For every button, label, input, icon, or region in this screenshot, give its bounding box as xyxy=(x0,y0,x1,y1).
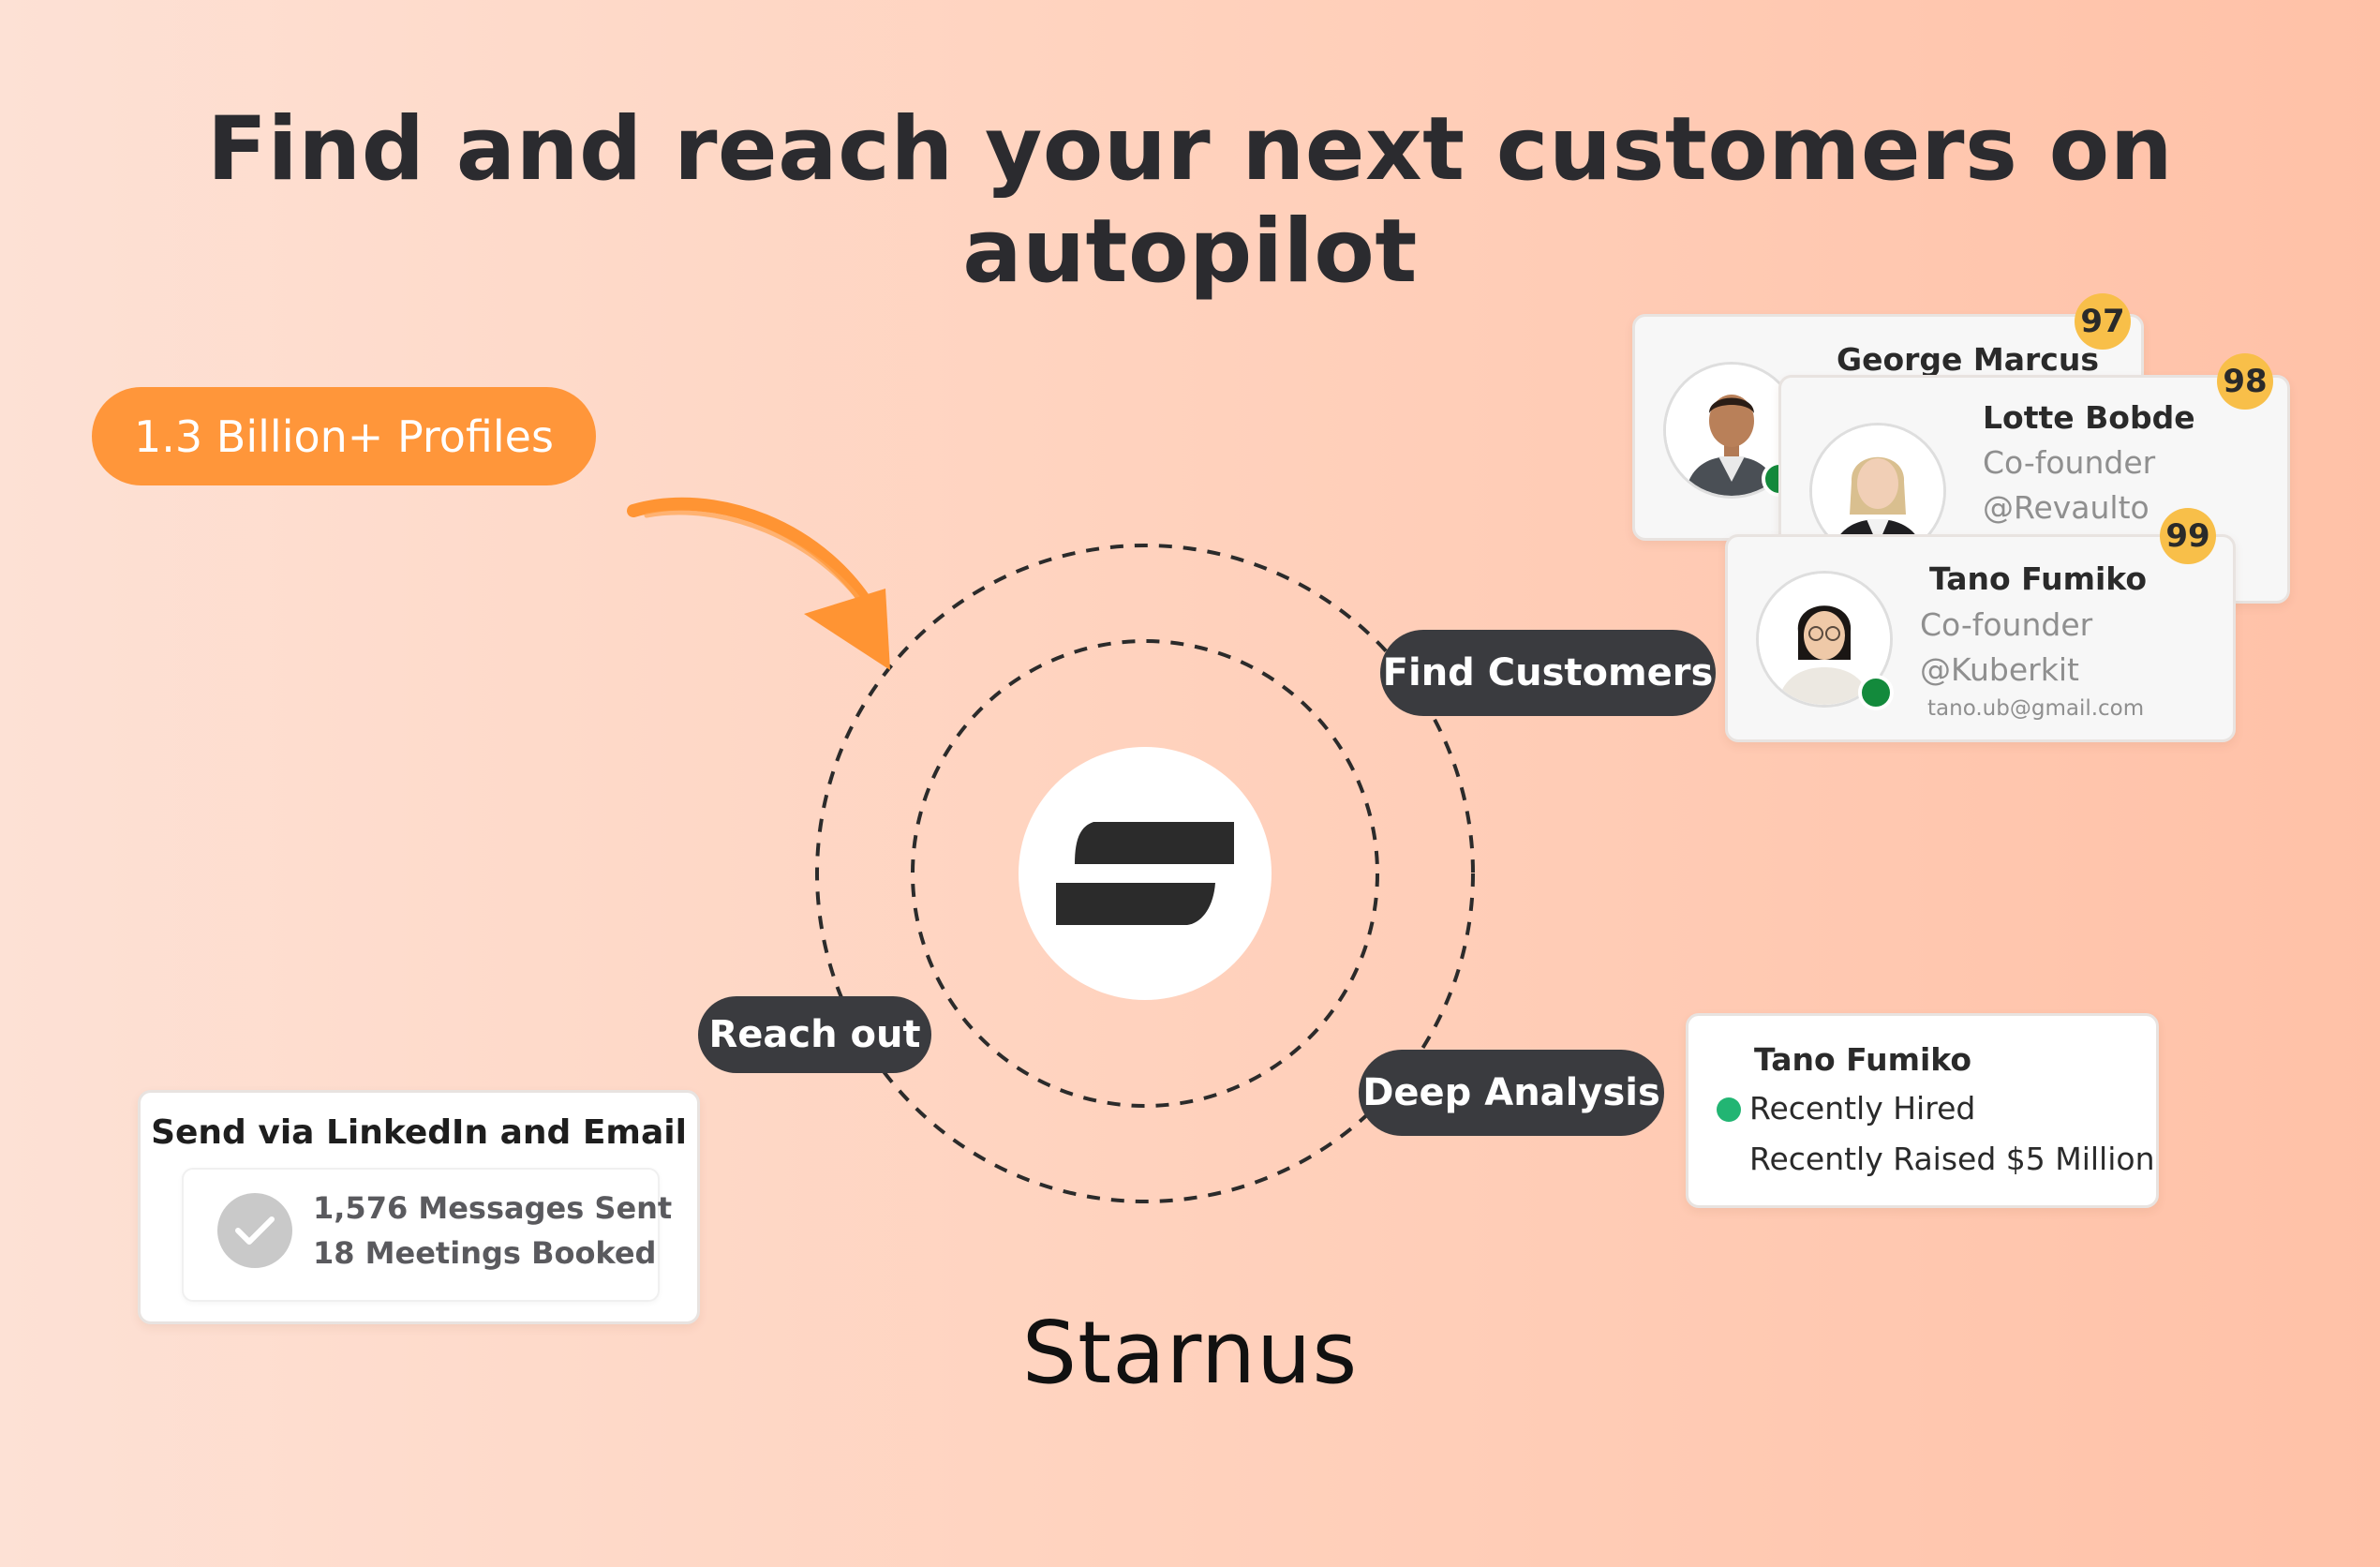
messages-sent-stat: 1,576 Messages Sent xyxy=(313,1190,673,1226)
curved-arrow-icon xyxy=(627,497,890,670)
page-headline: Find and reach your next customers on au… xyxy=(206,98,2174,303)
profile-name: George Marcus xyxy=(1837,341,2099,378)
starnus-s-icon xyxy=(1056,822,1234,925)
profile-card-tano: Tano Fumiko Co-founder @Kuberkit tano.ub… xyxy=(1725,534,2236,742)
profile-name: Tano Fumiko xyxy=(1929,560,2147,597)
reach-out-pill: Reach out xyxy=(698,996,931,1073)
profile-card-george: George Marcus xyxy=(1632,314,2144,541)
starnus-logo xyxy=(1019,747,1272,1000)
score-badge: 98 xyxy=(2217,353,2273,410)
online-status-dot xyxy=(1858,675,1894,710)
deep-analysis-pill: Deep Analysis xyxy=(1359,1050,1664,1136)
signal-recently-raised: Recently Raised $5 Million xyxy=(1749,1141,2155,1177)
find-customers-pill: Find Customers xyxy=(1380,630,1716,716)
profile-company: @Kuberkit xyxy=(1920,651,2079,688)
profile-role: Co-founder xyxy=(1920,606,2093,643)
profile-email: tano.ub@gmail.com xyxy=(1927,696,2145,721)
signal-dot xyxy=(1717,1097,1741,1122)
score-badge: 99 xyxy=(2160,508,2216,564)
score-badge: 97 xyxy=(2075,293,2131,350)
profile-name: Lotte Bobde xyxy=(1983,399,2195,436)
send-card-title: Send via LinkedIn and Email xyxy=(151,1113,687,1152)
profile-role: Co-founder xyxy=(1983,444,2156,481)
brand-name: Starnus xyxy=(1021,1303,1359,1403)
send-stats-box: 1,576 Messages Sent 18 Meetings Booked xyxy=(182,1168,672,1302)
analysis-name: Tano Fumiko xyxy=(1754,1041,1971,1078)
analysis-card: Tano Fumiko Recently Hired Recently Rais… xyxy=(1686,1013,2159,1208)
signal-recently-hired: Recently Hired xyxy=(1749,1090,1976,1127)
profile-company: @Revaulto xyxy=(1983,489,2149,526)
meetings-booked-stat: 18 Meetings Booked xyxy=(313,1235,657,1271)
profiles-count-badge: 1.3 Billion+ Profiles xyxy=(92,387,596,485)
checkmark-icon xyxy=(217,1193,292,1268)
send-summary-card: Send via LinkedIn and Email 1,576 Messag… xyxy=(138,1090,700,1324)
